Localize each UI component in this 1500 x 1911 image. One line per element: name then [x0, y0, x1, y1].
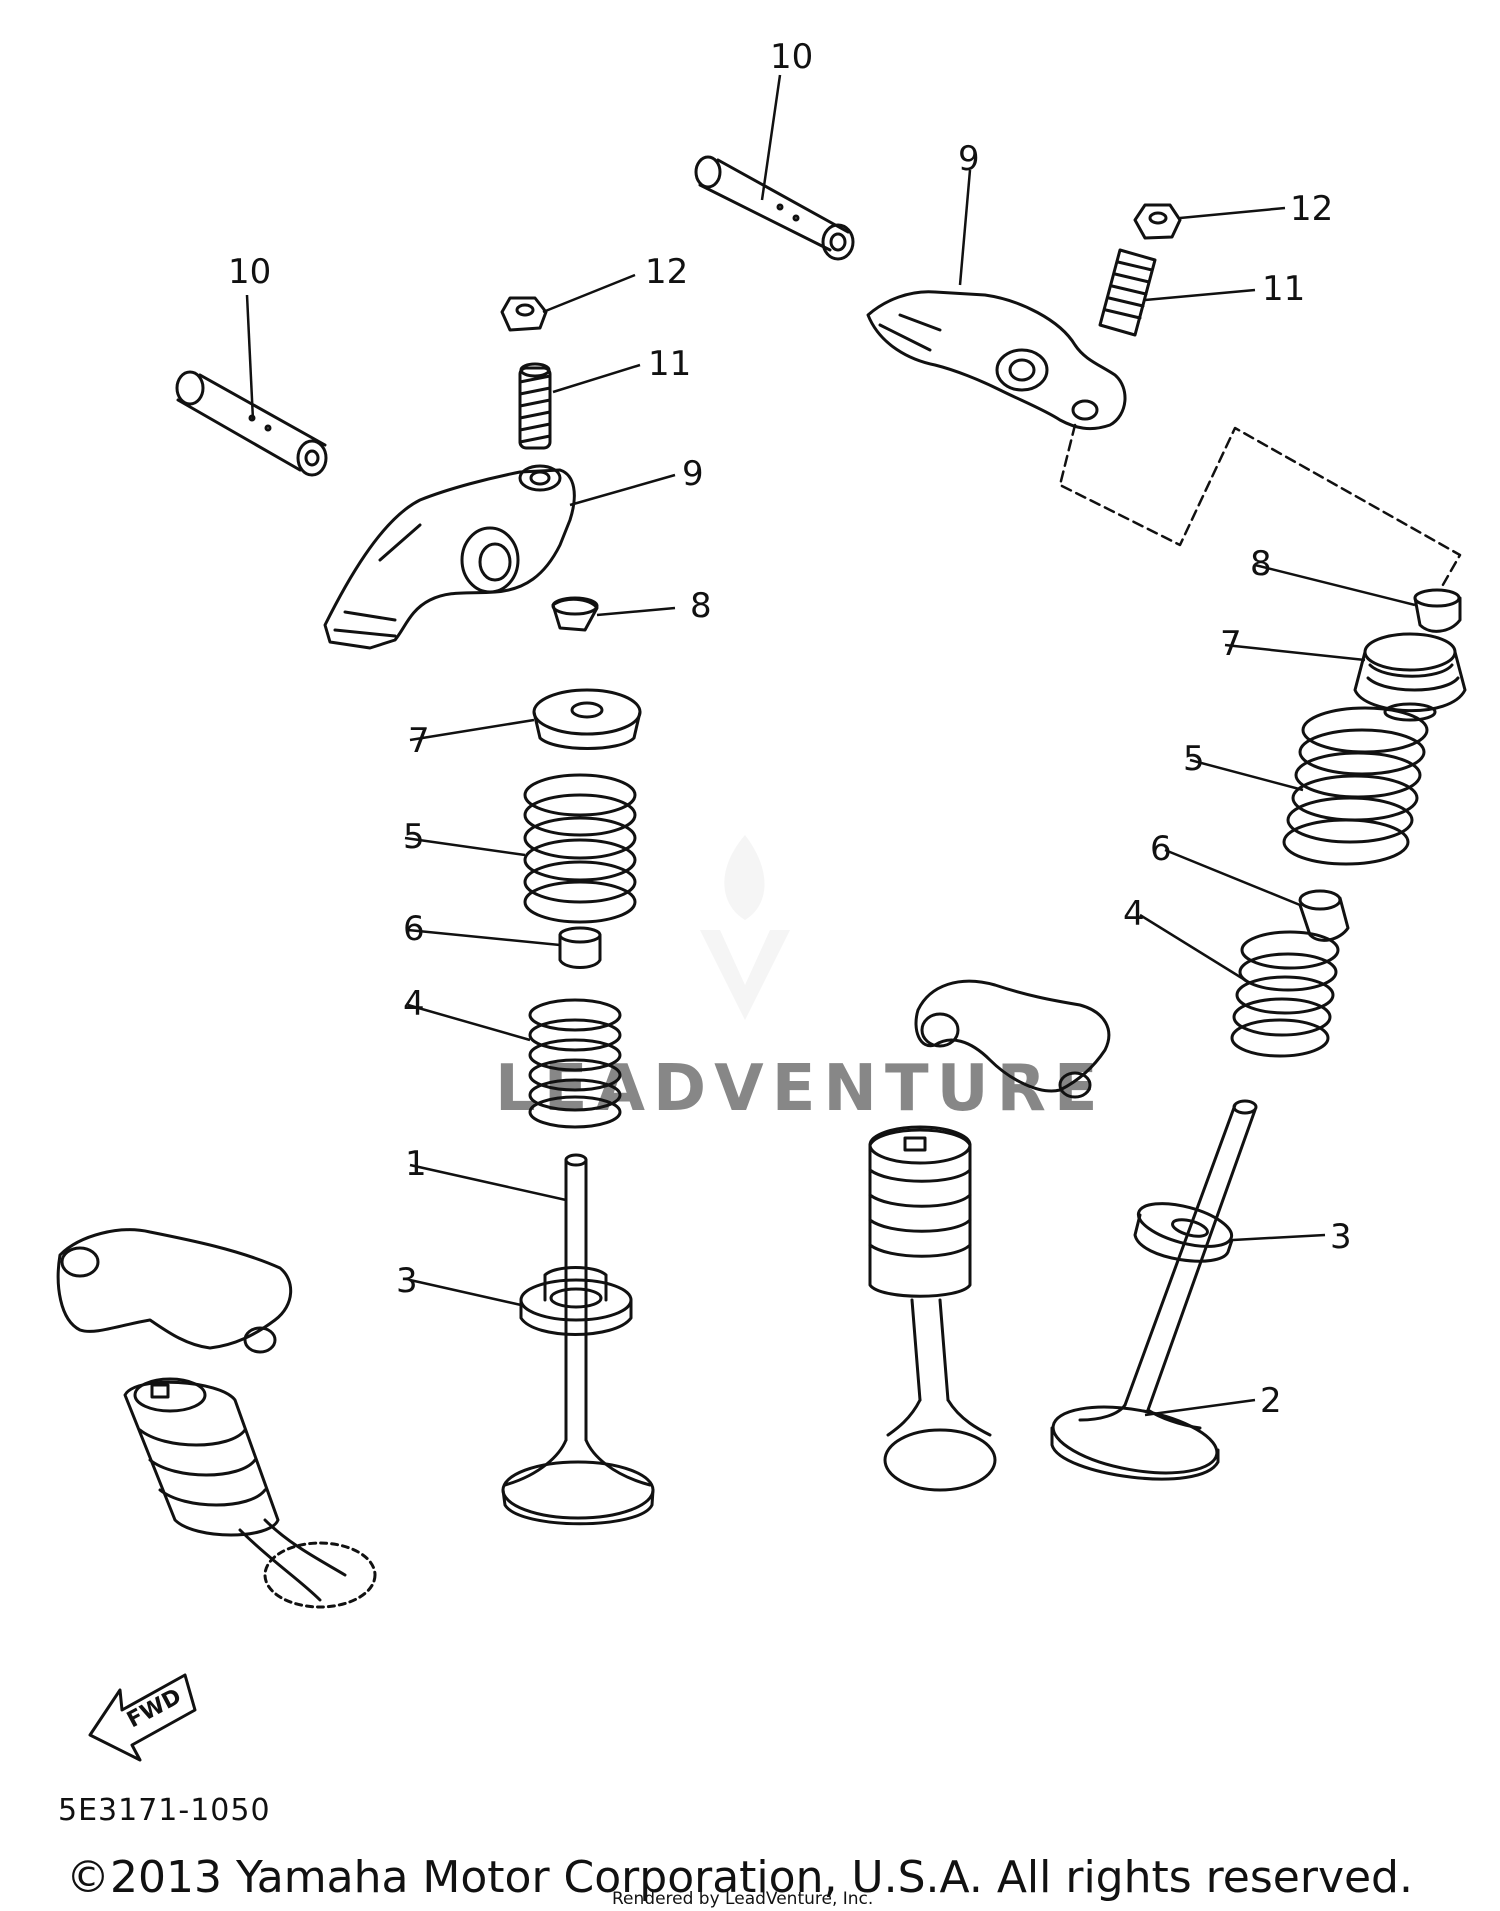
forward-direction-arrow: FWD [88, 1673, 197, 1762]
rocker-arm-left [323, 464, 576, 650]
callout-11-right: 11 [1262, 269, 1305, 309]
rocker-arm-right [866, 290, 1127, 431]
callout-3-left: 3 [396, 1261, 418, 1301]
callout-12-right: 12 [1290, 189, 1333, 229]
leader-lines [245, 74, 1416, 1417]
inner-valve-spring-left [528, 998, 622, 1129]
watermark-logo: LEADVENTURE [495, 835, 1098, 1126]
callout-7-left: 7 [408, 721, 430, 761]
callout-9-right: 9 [958, 139, 980, 179]
diagram-part-code: 5E3171-1050 [58, 1793, 271, 1828]
assembled-view-center [868, 979, 1111, 1492]
exhaust-valve [1050, 1099, 1258, 1481]
assembly-dashed-link [1058, 423, 1462, 592]
valve-cotter-left [551, 596, 599, 632]
intake-valve [501, 1153, 655, 1526]
valve-cotter-right [1413, 588, 1462, 633]
callout-2: 2 [1260, 1381, 1282, 1421]
callout-4-left: 4 [403, 984, 425, 1024]
callout-3-right: 3 [1330, 1217, 1352, 1257]
callout-1: 1 [405, 1144, 427, 1184]
valve-guide-right [1133, 1202, 1234, 1263]
outer-valve-spring-right [1282, 706, 1429, 866]
callout-8-left: 8 [690, 586, 712, 626]
callout-5-right: 5 [1183, 739, 1205, 779]
valve-stem-seal-left [558, 926, 602, 969]
callout-5-left: 5 [403, 817, 425, 857]
assembled-view-left [56, 1228, 377, 1609]
callout-7-right: 7 [1220, 624, 1242, 664]
callout-6-left: 6 [403, 909, 425, 949]
callout-4-right: 4 [1123, 894, 1145, 934]
spring-retainer-left [532, 688, 642, 750]
callout-10-right: 10 [770, 37, 813, 77]
callout-11-left: 11 [648, 344, 691, 384]
rocker-shaft-right [694, 155, 855, 261]
adjusting-screw-right [1098, 248, 1157, 337]
callout-9-left: 9 [682, 454, 704, 494]
rendered-by-notice: Rendered by LeadVenture, Inc. [612, 1889, 873, 1909]
adjusting-screw-left [518, 362, 552, 450]
callout-10-left: 10 [228, 252, 271, 292]
callout-6-right: 6 [1150, 829, 1172, 869]
copyright-notice: ©2013 Yamaha Motor Corporation, U.S.A. A… [66, 1852, 1413, 1903]
callout-8-right: 8 [1250, 544, 1272, 584]
callout-labels: 10 10 12 12 11 11 9 9 8 8 7 7 5 5 6 6 4 … [228, 37, 1352, 1421]
outer-valve-spring-left [523, 773, 637, 924]
callout-12-left: 12 [645, 252, 688, 292]
locknut-left [500, 296, 548, 332]
inner-valve-spring-right [1230, 930, 1340, 1058]
locknut-right [1133, 203, 1182, 240]
valve-guide-left [519, 1266, 633, 1336]
spring-retainer-right [1353, 632, 1467, 722]
